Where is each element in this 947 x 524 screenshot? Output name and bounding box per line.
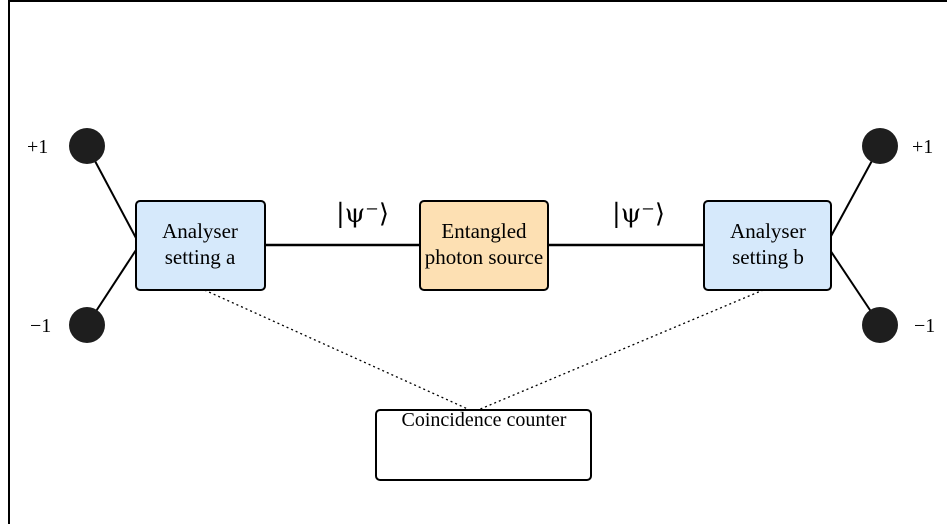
outcome-right-plus: +1 — [912, 136, 933, 158]
analyser-b-label-line1: Analyser — [730, 219, 806, 243]
analyser-a-label-line2: setting a — [165, 245, 236, 269]
analyser-a-box — [135, 200, 266, 291]
outcome-left-plus: +1 — [27, 136, 48, 158]
analyser-b-label-line2: setting b — [732, 245, 804, 269]
state-ket-right: |ψ⁻⟩ — [612, 199, 665, 229]
coincidence-counter-box — [375, 409, 592, 481]
diagram-frame — [8, 0, 947, 524]
source-box — [419, 200, 549, 291]
analyser-a-label-line1: Analyser — [162, 219, 238, 243]
detector-left-plus — [69, 128, 105, 164]
detector-left-minus — [69, 307, 105, 343]
state-ket-left: |ψ⁻⟩ — [336, 199, 389, 229]
coincidence-counter-label: Coincidence counter — [402, 409, 567, 431]
outcome-right-minus: −1 — [914, 315, 935, 337]
analyser-b-box — [703, 200, 832, 291]
detector-right-minus — [862, 307, 898, 343]
source-label-line1: Entangled — [441, 219, 527, 243]
outcome-left-minus: −1 — [30, 315, 51, 337]
signal-line-left — [199, 287, 471, 411]
detector-right-plus — [862, 128, 898, 164]
signal-line-right — [477, 287, 769, 411]
source-label-line2: photon source — [425, 245, 543, 269]
